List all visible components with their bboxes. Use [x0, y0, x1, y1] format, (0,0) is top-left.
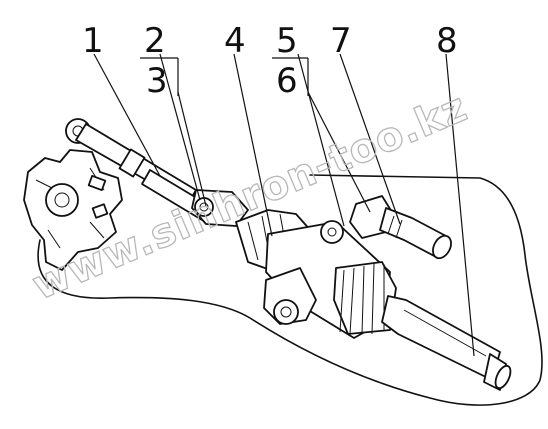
callout-7: 7 — [330, 21, 352, 61]
callout-4: 4 — [224, 21, 246, 61]
callout-6: 6 — [276, 61, 298, 101]
outlet-tube — [381, 295, 512, 391]
housing-outline — [37, 174, 543, 406]
leader-lines — [93, 53, 475, 357]
callout-1: 1 — [82, 21, 104, 61]
callout-8: 8 — [436, 21, 458, 61]
callout-2: 2 — [144, 21, 166, 61]
callout-5: 5 — [276, 21, 298, 61]
callout-3: 3 — [146, 61, 168, 101]
clevis-fork — [191, 189, 249, 227]
hose-fitting — [349, 195, 452, 260]
master-cylinder-body — [235, 209, 397, 339]
pedal-bracket — [23, 149, 123, 271]
